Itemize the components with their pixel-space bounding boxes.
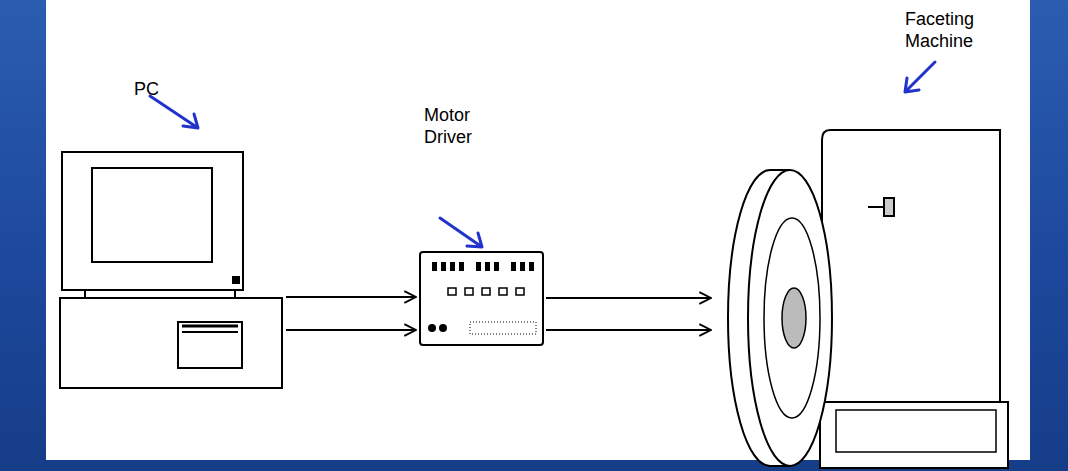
- pc-drawing: [60, 152, 282, 388]
- signal-arrow: [286, 329, 416, 331]
- driver-node: Motor Driver: [420, 252, 544, 346]
- driver-drawing: [420, 252, 543, 345]
- device-label: PC: [134, 78, 194, 100]
- leader-arrows: [150, 62, 935, 247]
- machine-drawing: [820, 130, 1008, 468]
- white-panel: [46, 0, 1030, 460]
- pc-node: PC: [56, 150, 284, 390]
- machine-node: Faceting Machine: [715, 128, 1010, 470]
- wheel-drawing: [728, 170, 832, 466]
- device-label: Motor Driver: [424, 104, 494, 148]
- signal-arrow: [546, 297, 711, 299]
- signal-arrow: [546, 329, 711, 331]
- device-label: Faceting Machine: [905, 8, 1005, 52]
- signal-arrow: [286, 296, 416, 298]
